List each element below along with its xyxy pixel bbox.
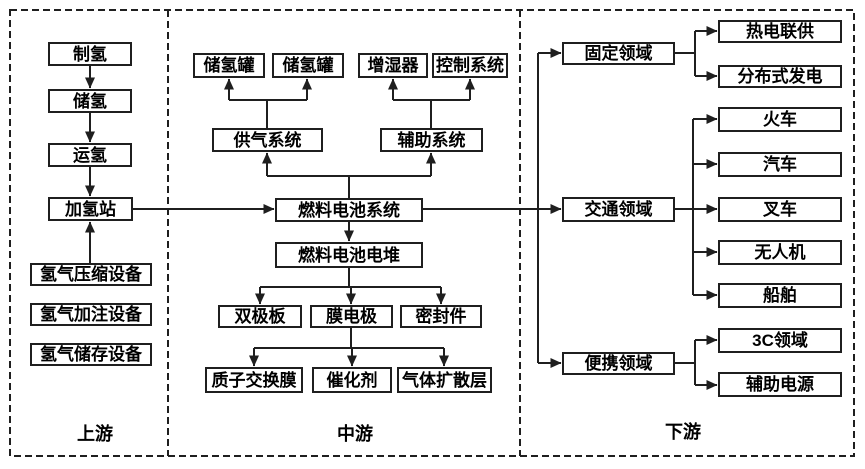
node-refueling-station: 加氢站 <box>48 197 133 221</box>
outer-dashed-border <box>9 9 855 457</box>
node-fuel-cell-stack: 燃料电池电堆 <box>275 242 423 268</box>
node-catalyst: 催化剂 <box>312 367 392 393</box>
node-ship: 船舶 <box>718 283 842 308</box>
node-fuel-cell-system: 燃料电池系统 <box>275 198 423 222</box>
section-label-midstream: 中游 <box>337 424 373 444</box>
connector-mea-to-layers-bracket <box>254 328 444 349</box>
node-storage-equipment: 氢气储存设备 <box>30 343 152 366</box>
node-hydrogen-production: 制氢 <box>48 42 132 66</box>
node-hydrogen-transport: 运氢 <box>48 143 132 167</box>
node-gas-diffusion-layer: 气体扩散层 <box>397 367 492 393</box>
node-storage-tank-1: 储氢罐 <box>193 53 265 78</box>
node-drone: 无人机 <box>718 240 842 265</box>
node-storage-tank-2: 储氢罐 <box>272 53 344 78</box>
node-bipolar-plate: 双极板 <box>218 305 302 328</box>
connector-stationary-bracket <box>675 31 696 76</box>
node-auxiliary-system: 辅助系统 <box>380 128 483 152</box>
node-hydrogen-storage: 储氢 <box>48 89 132 113</box>
node-control-system: 控制系统 <box>432 53 508 78</box>
section-label-downstream: 下游 <box>665 422 701 442</box>
node-forklift: 叉车 <box>718 197 842 222</box>
node-seal: 密封件 <box>400 305 482 328</box>
node-membrane-electrode: 膜电极 <box>310 305 393 328</box>
node-distributed-generation: 分布式发电 <box>718 65 842 88</box>
node-gas-supply-system: 供气系统 <box>212 128 323 152</box>
connector-transport-bracket <box>675 119 694 295</box>
connector-portable-bracket <box>675 340 696 385</box>
connector-gas-supply-to-tanks-bracket <box>229 99 307 128</box>
section-label-upstream: 上游 <box>77 424 113 444</box>
node-chp: 热电联供 <box>718 20 842 43</box>
node-humidifier: 增湿器 <box>358 53 428 78</box>
node-compression-equipment: 氢气压缩设备 <box>30 263 152 286</box>
node-stationary-field: 固定领域 <box>562 42 675 65</box>
node-transport-field: 交通领域 <box>562 197 675 222</box>
connector-auxiliary-to-parts-bracket <box>393 99 470 128</box>
node-proton-exchange-membrane: 质子交换膜 <box>205 367 303 393</box>
connector-stack-to-components-bracket <box>260 268 441 288</box>
node-auxiliary-power: 辅助电源 <box>718 372 842 397</box>
node-3c-field: 3C领域 <box>718 328 842 353</box>
connector-system-to-subsystems-bracket <box>267 175 431 198</box>
node-filling-equipment: 氢气加注设备 <box>30 303 152 326</box>
node-portable-field: 便携领域 <box>562 352 675 375</box>
node-car: 汽车 <box>718 152 842 177</box>
node-train: 火车 <box>718 107 842 132</box>
